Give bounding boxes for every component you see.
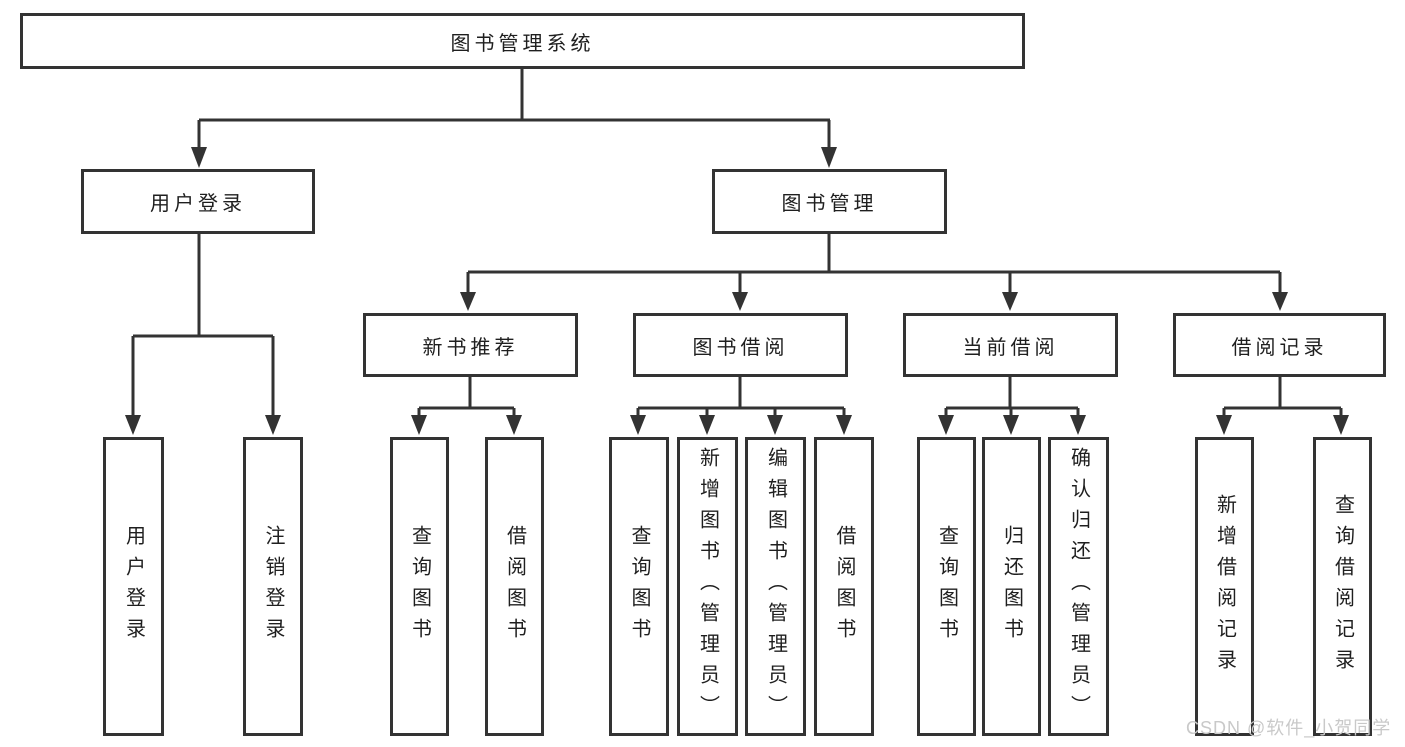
- node-library-management-system: 图书管理系统: [20, 13, 1025, 69]
- leaf-add-borrow-record: 新增借阅记录: [1195, 437, 1254, 736]
- leaf-query-borrow-record: 查询借阅记录: [1313, 437, 1372, 736]
- leaf-borrow-books-recommend: 借阅图书: [485, 437, 544, 736]
- leaf-add-books-admin: 新增图书（管理员）: [677, 437, 738, 736]
- node-book-borrow: 图书借阅: [633, 313, 848, 377]
- leaf-return-books: 归还图书: [982, 437, 1041, 736]
- leaf-user-login: 用户登录: [103, 437, 164, 736]
- node-book-management: 图书管理: [712, 169, 947, 234]
- leaf-confirm-return-admin: 确认归还（管理员）: [1048, 437, 1109, 736]
- csdn-watermark: CSDN @软件_小贺同学: [1186, 718, 1392, 738]
- node-user-login: 用户登录: [81, 169, 315, 234]
- node-borrow-records: 借阅记录: [1173, 313, 1386, 377]
- node-current-borrow: 当前借阅: [903, 313, 1118, 377]
- node-new-book-recommend: 新书推荐: [363, 313, 578, 377]
- leaf-edit-books-admin: 编辑图书（管理员）: [745, 437, 806, 736]
- leaf-query-books-current: 查询图书: [917, 437, 976, 736]
- leaf-logout: 注销登录: [243, 437, 303, 736]
- leaf-query-books-borrow: 查询图书: [609, 437, 669, 736]
- leaf-query-books-recommend: 查询图书: [390, 437, 449, 736]
- leaf-borrow-books: 借阅图书: [814, 437, 874, 736]
